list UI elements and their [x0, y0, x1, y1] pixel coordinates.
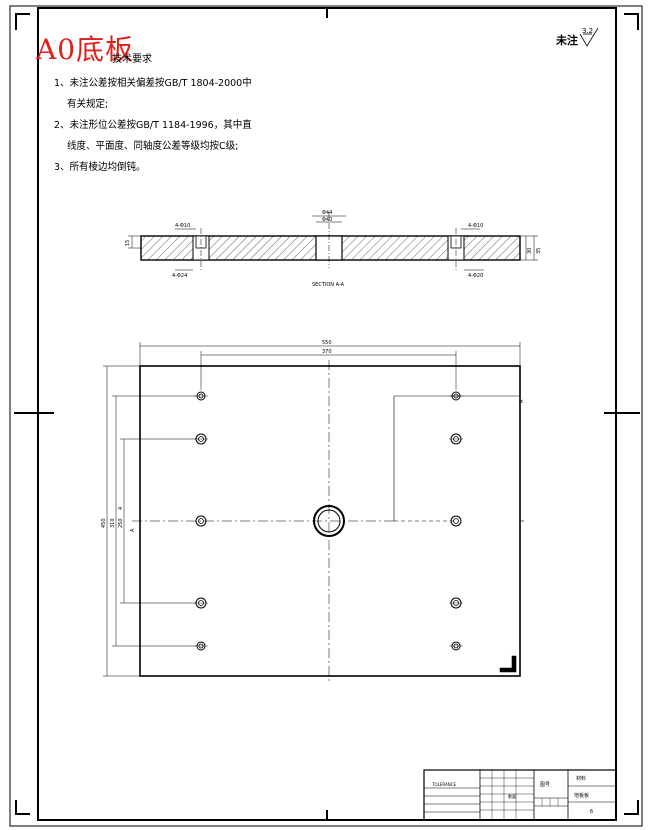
- roughness-value: 3.2: [582, 27, 593, 35]
- dim-right-top: 4-Φ10: [468, 223, 483, 229]
- roughness-label: 未注: [556, 34, 578, 47]
- dim-v-c: 4: [118, 507, 124, 510]
- dim-v-b: 250: [118, 518, 124, 528]
- dim-left-bottom: 4-Φ24: [172, 273, 187, 279]
- title-block-drawing-no: 图号: [540, 782, 550, 788]
- dim-overall-height: 450: [101, 518, 107, 528]
- section-mark-right: A: [519, 399, 525, 403]
- dim-v-a: 310: [110, 518, 116, 528]
- outer-frame: [9, 5, 643, 827]
- section-view: Φ44 Φ40 4-Φ10 4-Φ24 4-Φ10 4-Φ20 15 30 35…: [125, 210, 542, 288]
- title-block-material-label: 材料: [576, 775, 586, 782]
- title-block-tolerance: TOLERANCE: [431, 782, 456, 787]
- section-caption: SECTION A-A: [312, 282, 345, 288]
- stamp-label: A0底板: [36, 33, 135, 66]
- title-block-qty-label: 数量: [508, 793, 516, 799]
- dim-right-height-b: 35: [536, 248, 542, 254]
- note-line-5: 3、所有棱边均倒钝。: [54, 162, 146, 173]
- dim-left-height: 15: [125, 240, 131, 246]
- dim-center-outer: Φ44: [322, 210, 332, 216]
- dim-overall-width: 550: [322, 340, 332, 346]
- roughness-symbol: [579, 27, 599, 47]
- tech-requirements-title: 技术要求: [112, 54, 152, 65]
- section-mark-left: A: [130, 528, 136, 532]
- dim-right-bottom: 4-Φ20: [468, 273, 483, 279]
- corner-marks: [15, 13, 639, 815]
- centering-marks: [14, 8, 640, 820]
- note-line-4: 线度、平面度、同轴度公差等级均按C级;: [67, 141, 239, 152]
- dim-hole-spacing-x: 370: [322, 349, 332, 355]
- note-line-1: 1、未注公差按相关偏差按GB/T 1804-2000中: [54, 78, 252, 89]
- note-line-2: 有关规定;: [67, 99, 109, 110]
- title-block-qty: 6: [590, 809, 593, 815]
- title-block-material: 地板板: [574, 792, 589, 799]
- dim-center-inner: Φ40: [322, 217, 332, 223]
- title-block: [423, 769, 617, 821]
- plan-view: A A: [101, 340, 525, 682]
- note-line-3: 2、未注形位公差按GB/T 1184-1996，其中直: [54, 120, 252, 131]
- dim-right-height-a: 30: [527, 248, 533, 254]
- dim-left-top: 4-Φ10: [175, 223, 190, 229]
